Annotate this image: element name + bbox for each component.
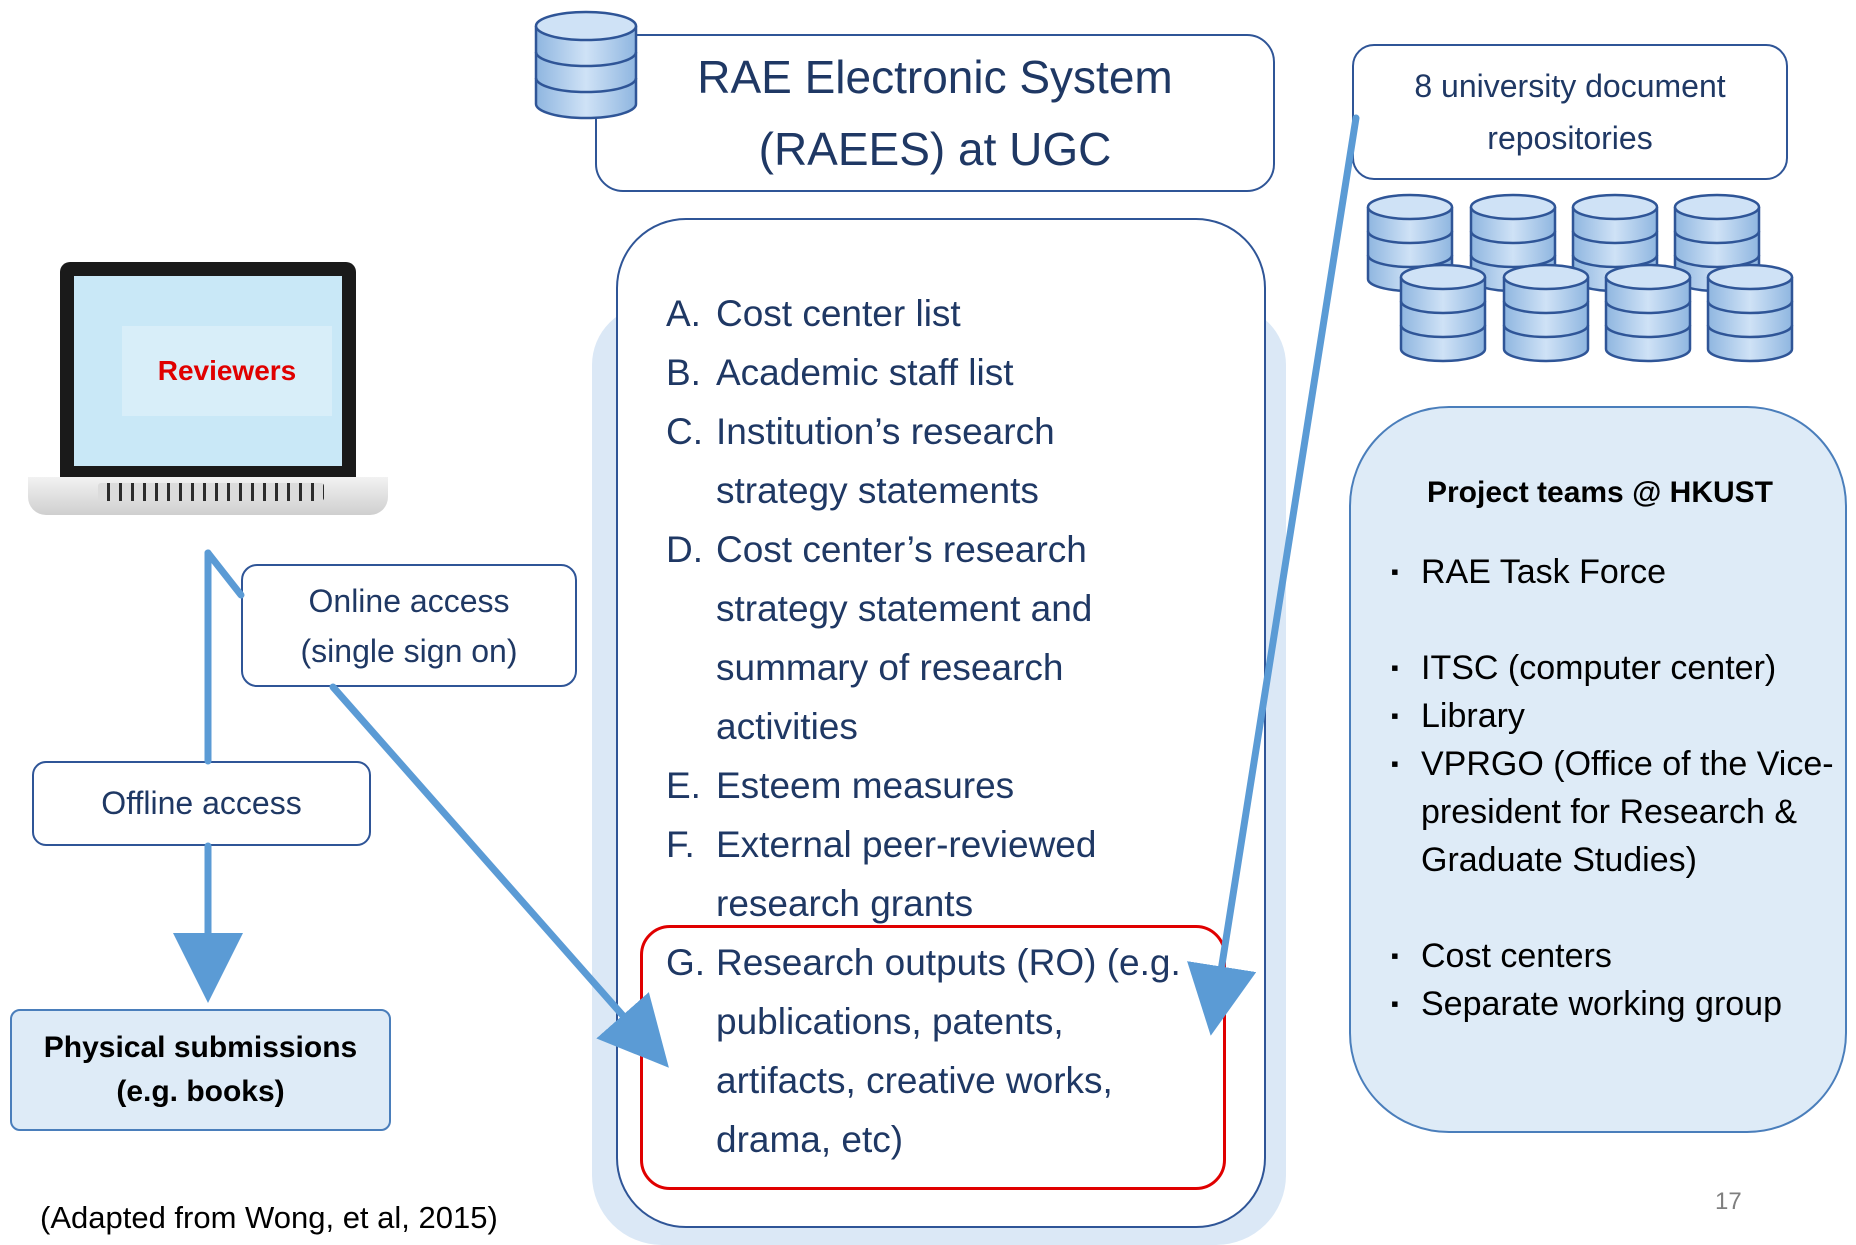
source-note: (Adapted from Wong, et al, 2015)	[40, 1200, 498, 1235]
team-list-item: ▪ Library	[1391, 692, 1841, 740]
offline-access-box: Offline access	[32, 761, 371, 846]
raees-item-line: strategy statements	[716, 470, 1039, 511]
team-list-item: ▪ Separate working group	[1391, 980, 1841, 1028]
raees-item-line: activities	[716, 706, 858, 747]
team-name: ITSC (computer center)	[1421, 649, 1777, 687]
square-bullet-icon: ▪	[1391, 559, 1399, 584]
laptop-keyboard-base	[28, 477, 388, 515]
raees-item-line: External peer-reviewed	[716, 824, 1097, 865]
laptop-icon: Reviewers	[28, 262, 388, 517]
square-bullet-icon: ▪	[1391, 991, 1399, 1016]
laptop-screen: Reviewers	[74, 276, 342, 466]
offline-access-label: Offline access	[101, 785, 302, 821]
online-line-upper	[204, 549, 245, 599]
page-number: 17	[1715, 1188, 1742, 1215]
project-teams-panel: Project teams @ HKUST ▪ RAE Task Force ▪ IT…	[1349, 406, 1847, 1133]
online-access-line-1: Online access	[308, 582, 510, 619]
physical-submissions-line-2: (e.g. books)	[116, 1075, 285, 1108]
raees-item: E. Esteem measures	[666, 756, 1266, 815]
raees-item: D. Cost center’s research strategy stateme…	[666, 520, 1266, 756]
project-teams-heading: Project teams @ HKUST	[1426, 476, 1773, 509]
keyboard-icon	[98, 483, 324, 501]
repository-database-icon	[1502, 263, 1590, 363]
raees-item-letter: C.	[666, 411, 703, 452]
team-name: Cost centers	[1421, 937, 1612, 975]
online-access-box: Online access (single sign on)	[241, 564, 577, 687]
repository-database-icon	[1706, 263, 1794, 363]
raees-item-text: Institution’s research strategy statement…	[716, 402, 1266, 520]
team-list-item: ▪ ITSC (computer center)	[1391, 644, 1841, 692]
raees-item-line: Institution’s research	[716, 411, 1055, 452]
repository-database-icon	[1604, 263, 1692, 363]
raees-item-text: Esteem measures	[716, 756, 1266, 815]
raees-item: B. Academic staff list	[666, 343, 1266, 402]
team-list-item: ▪ Cost centers	[1391, 932, 1841, 980]
raees-title-line-2: (RAEES) at UGC	[758, 123, 1112, 175]
repositories-arrow-to-ro	[1187, 114, 1360, 1036]
square-bullet-icon: ▪	[1391, 943, 1399, 968]
raees-item-line: summary of research	[716, 647, 1064, 688]
online-arrow-to-ro	[329, 683, 669, 1068]
raees-item-text: Cost center’s research strategy statement…	[716, 520, 1266, 756]
team-name: Separate working group	[1421, 985, 1783, 1023]
raees-item-line: strategy statement and	[716, 588, 1093, 629]
raees-item-line: artifacts, creative works,	[716, 1060, 1113, 1101]
raees-item-line: Cost center list	[716, 293, 961, 334]
team-list-item: ▪ RAE Task Force	[1391, 548, 1841, 596]
raees-panel	[616, 218, 1266, 1228]
raees-title-line-1: RAE Electronic System	[697, 51, 1173, 103]
raees-item-line: Esteem measures	[716, 765, 1015, 806]
raees-item-letter: G.	[666, 942, 706, 983]
raees-title-box: RAE Electronic System (RAEES) at UGC	[595, 34, 1275, 192]
square-bullet-icon: ▪	[1391, 751, 1399, 776]
square-bullet-icon: ▪	[1391, 703, 1399, 728]
repository-database-icon	[1399, 263, 1487, 363]
raees-item: F. External peer-reviewed research grants	[666, 815, 1266, 933]
raees-item-line: Cost center’s research	[716, 529, 1087, 570]
team-name: Library	[1421, 697, 1525, 735]
repositories-label-box: 8 university document repositories	[1352, 44, 1788, 180]
raees-item: A. Cost center list	[666, 284, 1266, 343]
team-list-item: ▪ VPRGO (Office of the Vice-president for…	[1391, 740, 1841, 884]
online-access-line-2: (single sign on)	[300, 632, 518, 669]
raees-item-line: drama, etc)	[716, 1119, 904, 1160]
raees-item-letter: E.	[666, 765, 701, 806]
raees-database-icon	[534, 10, 638, 120]
raees-item-letter: B.	[666, 352, 701, 393]
physical-submissions-box: Physical submissions (e.g. books)	[10, 1009, 391, 1131]
physical-submissions-line-1: Physical submissions	[43, 1031, 358, 1064]
raees-item: C. Institution’s research strategy stateme…	[666, 402, 1266, 520]
reviewers-label: Reviewers	[122, 326, 332, 416]
raees-item-line: publications, patents,	[716, 1001, 1064, 1042]
raees-item-text: Research outputs (RO) (e.g. publications,…	[716, 933, 1266, 1169]
raees-item-text: Cost center list	[716, 284, 1266, 343]
raees-item-letter: A.	[666, 293, 701, 334]
team-name: VPRGO (Office of the Vice-president for …	[1421, 745, 1834, 879]
repositories-line-2: repositories	[1487, 120, 1653, 156]
raees-item-text: Academic staff list	[716, 343, 1266, 402]
project-teams-list: ▪ RAE Task Force ▪ ITSC (computer center) ▪ L…	[1391, 548, 1841, 1028]
raees-item-text: External peer-reviewed research grants	[716, 815, 1266, 933]
raees-item-line: research grants	[716, 883, 974, 924]
raees-item: G.Research outputs (RO) (e.g. publication…	[666, 933, 1266, 1169]
raees-item-letter: F.	[666, 824, 695, 865]
square-bullet-icon: ▪	[1391, 655, 1399, 680]
repositories-line-1: 8 university document	[1414, 68, 1726, 104]
raees-item-line: Academic staff list	[716, 352, 1014, 393]
raees-item-line: Research outputs (RO) (e.g.	[716, 942, 1181, 983]
raees-item-letter: D.	[666, 529, 703, 570]
team-name: RAE Task Force	[1421, 553, 1667, 591]
